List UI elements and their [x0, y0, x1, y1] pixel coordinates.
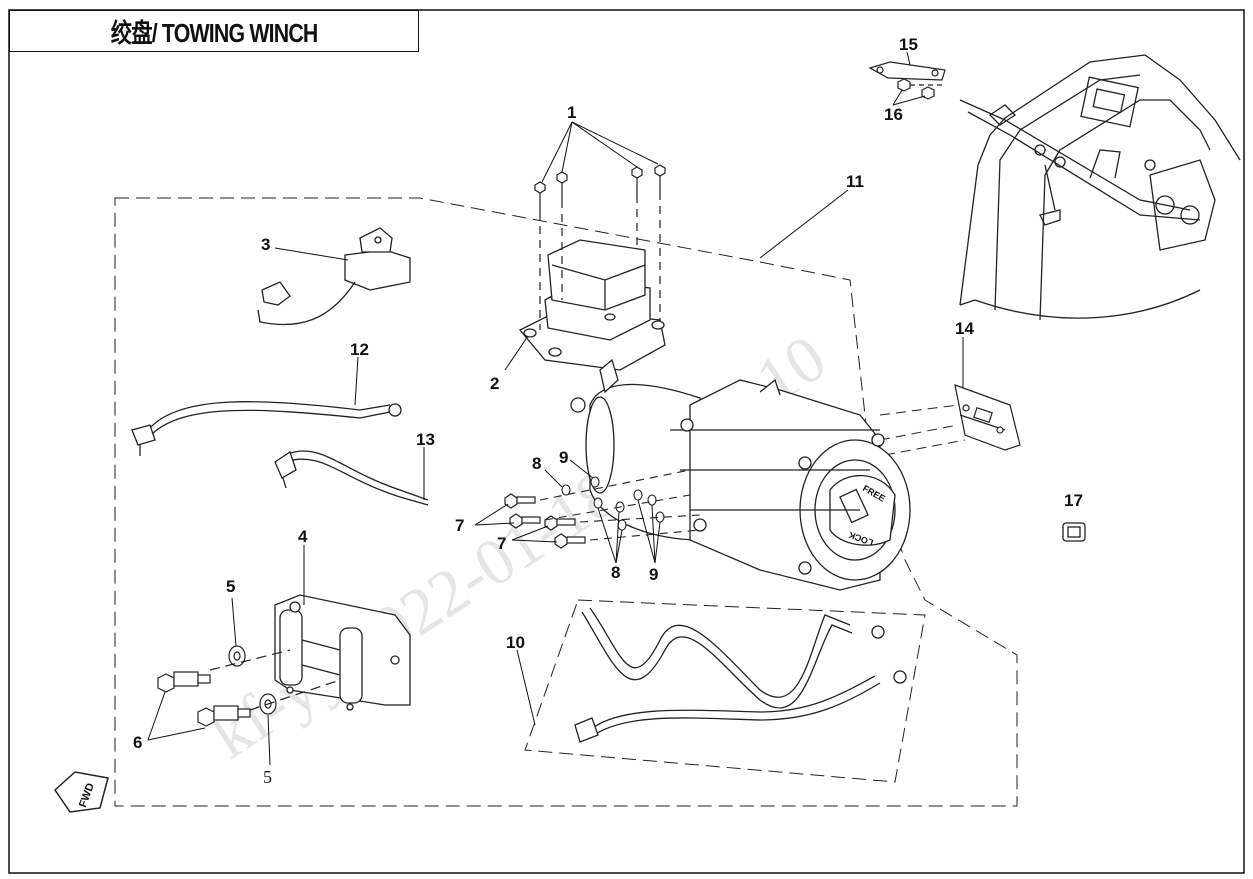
cable-kit-boundary: [524, 599, 926, 783]
callout-2: 2: [490, 374, 499, 393]
winch-motor-assembly: [570, 358, 911, 591]
winch-bracket-plate: [868, 61, 946, 81]
switch-lead-wire: [274, 450, 429, 506]
callout-7b: 7: [497, 534, 506, 553]
callout-14: 14: [955, 319, 974, 338]
callout-5b: 5: [263, 767, 272, 787]
flange-nuts: [897, 78, 945, 100]
callout-8a: 8: [532, 454, 541, 473]
callout-3: 3: [261, 235, 270, 254]
leader-lines: [147, 51, 964, 766]
callout-4: 4: [298, 527, 308, 546]
winch-mount-plate: [954, 384, 1021, 451]
winch-rocker-switch: [257, 227, 411, 326]
contactor-bolts: [534, 164, 666, 330]
callout-9b: 9: [649, 565, 658, 584]
sheet-border: [8, 9, 1245, 874]
winch-cable-set: [574, 607, 907, 743]
vehicle-frame: [959, 54, 1241, 321]
roller-fairlead: [274, 594, 411, 711]
callout-1: 1: [567, 103, 576, 122]
winch-assembly-boundary: [114, 197, 1018, 807]
mount-bolt-guides: [879, 404, 966, 456]
callout-11: 11: [846, 172, 864, 191]
page-title: 绞盘/ TOWING WINCH: [110, 17, 319, 48]
fwd-arrow: FWD: [54, 771, 109, 813]
callout-15: 15: [899, 35, 918, 54]
callout-17: 17: [1064, 491, 1083, 510]
callout-7a: 7: [455, 516, 464, 535]
callout-6: 6: [133, 733, 142, 752]
callout-12: 12: [350, 340, 369, 359]
winch-mount-bolts: [504, 493, 586, 549]
fairlead-bolts-and-washers: [157, 645, 341, 727]
callout-16: 16: [884, 105, 903, 124]
cable-clip: [1062, 522, 1086, 542]
winch-contactor: [518, 239, 666, 371]
callout-5a: 5: [226, 577, 235, 596]
callout-8b: 8: [611, 563, 620, 582]
title-box: 绞盘/ TOWING WINCH: [9, 10, 419, 52]
callout-9a: 9: [559, 448, 568, 467]
winch-power-cable: [131, 401, 402, 456]
callout-13: 13: [416, 430, 435, 449]
callout-10: 10: [506, 633, 525, 652]
callout-labels: 1 2 3 4 5 5 6 7 7 8 8 9 9 10 11 12 13 14…: [133, 35, 1083, 787]
